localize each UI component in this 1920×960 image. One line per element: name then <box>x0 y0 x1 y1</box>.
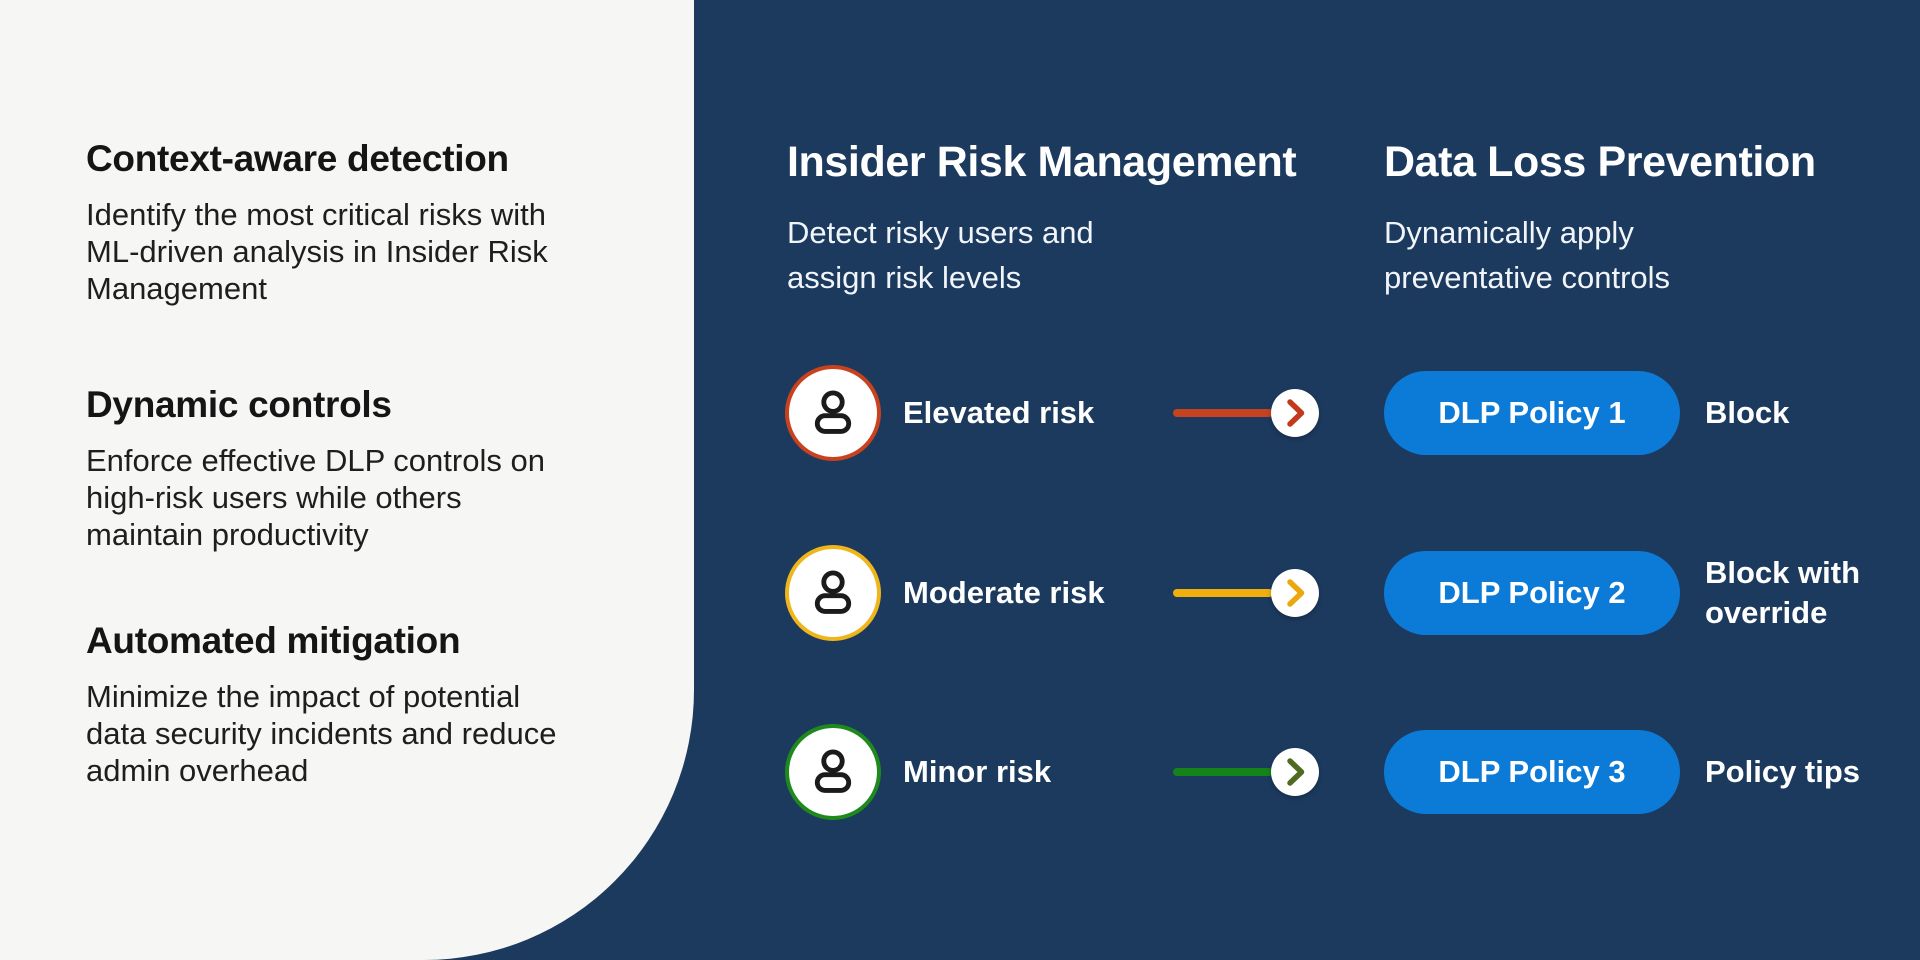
dlp-policy-pill: DLP Policy 3 <box>1384 730 1680 814</box>
dlp-action-label: Block with override <box>1705 554 1861 630</box>
feature-title: Automated mitigation <box>86 620 461 661</box>
arrow-badge <box>1271 389 1319 437</box>
person-icon <box>814 390 852 434</box>
dlp-policy-label: DLP Policy 2 <box>1438 575 1626 610</box>
chevron-right-icon <box>1287 399 1305 427</box>
risk-user-badge <box>785 545 881 641</box>
feature-title: Context-aware detection <box>86 138 509 179</box>
feature-section-automated-mitigation: Automated mitigation Minimize the impact… <box>86 620 646 790</box>
risk-row-minor: Minor risk DLP Policy 3 Policy tips <box>785 724 1920 820</box>
dlp-policy-pill: DLP Policy 2 <box>1384 551 1680 635</box>
person-icon <box>814 570 852 614</box>
dlp-policy-pill: DLP Policy 1 <box>1384 371 1680 455</box>
connector-line <box>1173 409 1273 417</box>
person-icon <box>814 749 852 793</box>
left-panel: Context-aware detection Identify the mos… <box>0 0 694 960</box>
chevron-right-icon <box>1287 758 1305 786</box>
irm-column-header: Insider Risk Management Detect risky use… <box>787 138 1297 301</box>
dlp-policy-label: DLP Policy 3 <box>1438 754 1626 789</box>
chevron-right-icon <box>1287 579 1305 607</box>
connector-line <box>1173 768 1273 776</box>
risk-user-badge <box>785 724 881 820</box>
risk-user-badge <box>785 365 881 461</box>
feature-description: Minimize the impact of potential data se… <box>86 679 557 789</box>
feature-title: Dynamic controls <box>86 384 392 425</box>
feature-section-dynamic-controls: Dynamic controls Enforce effective DLP c… <box>86 384 646 554</box>
dlp-column-title: Data Loss Prevention <box>1384 138 1816 186</box>
dlp-action-label: Block <box>1705 394 1790 430</box>
irm-column-subtitle: Detect risky users and assign risk level… <box>787 215 1094 295</box>
risk-level-label: Minor risk <box>903 754 1052 789</box>
dlp-policy-label: DLP Policy 1 <box>1438 395 1626 430</box>
connector-line <box>1173 589 1273 597</box>
feature-description: Identify the most critical risks with ML… <box>86 197 548 307</box>
dlp-column-header: Data Loss Prevention Dynamically apply p… <box>1384 138 1816 301</box>
dlp-action-label: Policy tips <box>1705 753 1861 789</box>
risk-level-label: Elevated risk <box>903 395 1095 430</box>
feature-description: Enforce effective DLP controls on high-r… <box>86 443 545 553</box>
irm-column-title: Insider Risk Management <box>787 138 1297 186</box>
risk-row-elevated: Elevated risk DLP Policy 1 Block <box>785 365 1920 461</box>
dlp-column-subtitle: Dynamically apply preventative controls <box>1384 215 1671 295</box>
risk-row-moderate: Moderate risk DLP Policy 2 Block with ov… <box>785 545 1920 641</box>
arrow-badge <box>1271 748 1319 796</box>
arrow-badge <box>1271 569 1319 617</box>
feature-section-context-aware-detection: Context-aware detection Identify the mos… <box>86 138 646 308</box>
risk-level-label: Moderate risk <box>903 575 1105 610</box>
